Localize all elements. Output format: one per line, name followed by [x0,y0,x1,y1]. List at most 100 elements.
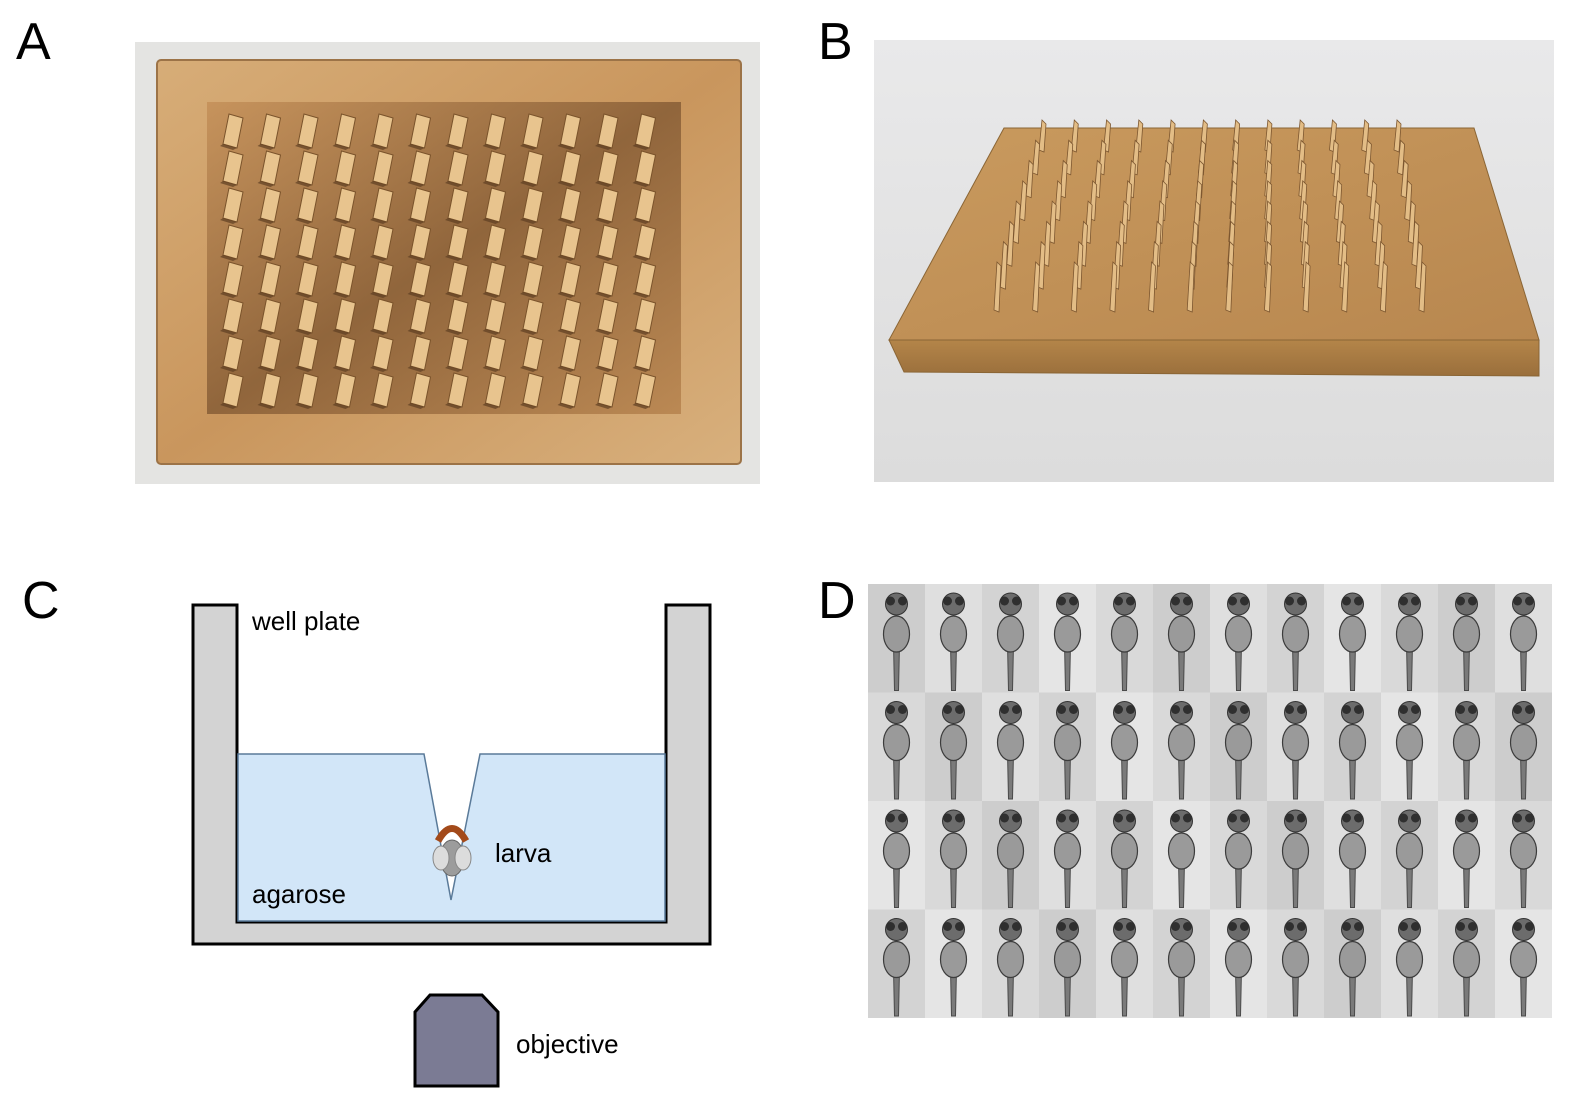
mold-pin-shadow [557,218,575,224]
larva-tile [1267,801,1324,910]
mold-pin [259,224,282,260]
mold-pin [1264,261,1272,313]
mold-pin-shadow [295,255,312,261]
larva-tile [1495,801,1552,910]
larva-tile [1267,584,1324,693]
mold-pin-shadow [257,292,275,298]
mold-pin-shadow [445,329,462,335]
larva-tile [925,584,982,693]
mold-pin-shadow [445,144,462,150]
mold-pin [1043,220,1052,267]
mold-pin-shadow [482,144,500,150]
agarose-label: agarose [252,879,346,909]
larva-tile [1495,909,1552,1018]
mold-pin-shadow [257,255,275,261]
larva-tile [1438,692,1495,801]
mold-pin-shadow [407,292,425,298]
mold-pin [634,372,657,408]
mold-pin-shadow [520,255,537,261]
larva-tile [868,692,925,801]
mold-pins-perspective [993,119,1427,313]
mold-pin [993,261,1002,313]
mold-pin-shadow [482,255,500,261]
mold-pin-shadow [220,218,237,224]
larva-tile [1210,801,1267,910]
larva-tile [1324,909,1381,1018]
mold-pin [447,224,469,260]
mold-pin-shadow [407,329,425,335]
mold-pin [372,335,394,371]
mold-pin-shadow [557,255,575,261]
larva-tile [1324,692,1381,801]
larva-tile [868,801,925,910]
mold-pin [222,298,244,334]
mold-pin-shadow [482,181,500,187]
mold-pin-shadow [332,181,350,187]
mold-pin [597,372,619,408]
mold-pin [522,298,544,334]
mold-pin-shadow [220,144,237,150]
mold-pin-shadow [370,329,387,335]
mold-pin-shadow [445,255,462,261]
mold-pin-shadow [595,255,612,261]
mold-side-view-photo [874,40,1554,482]
larva-tile [1153,584,1210,693]
mold-pin [334,335,357,371]
mold-pin-shadow [257,144,275,150]
well-plate-wall [191,603,712,946]
mold-pin [372,298,394,334]
larva-tile [868,584,925,693]
mold-pin-shadow [407,366,425,372]
mold-pin [222,224,244,260]
mold-pin [409,113,432,149]
mold-pin [409,261,432,297]
larva-tile [1096,584,1153,693]
mold-pin [447,298,469,334]
mold-pin [484,335,507,371]
mold-pin-shadow [520,144,537,150]
larva-tile [1039,584,1096,693]
larva-tile [1381,801,1438,910]
mold-pin [559,261,582,297]
mold-pin-shadow [632,329,650,335]
mold-pin [559,298,582,334]
mold-pin-shadow [220,366,237,372]
larva-tile [925,801,982,910]
mold-pin-shadow [332,403,350,409]
larva-tile [1153,692,1210,801]
mold-pin-shadow [520,292,537,298]
mold-pin [1000,240,1008,290]
mold-pin-shadow [332,366,350,372]
mold-pin [334,298,357,334]
mold-pin-shadow [445,366,462,372]
mold-pin-shadow [482,292,500,298]
larva-label: larva [495,838,552,868]
mold-pin-shadow [295,218,312,224]
mold-pin-shadow [595,366,612,372]
mold-pin-shadow [520,403,537,409]
mold-pin-shadow [595,403,612,409]
mold-pin-shadow [220,403,237,409]
larva-tile [1324,584,1381,693]
mold-pin-shadow [632,218,650,224]
mold-pin-shadow [295,329,312,335]
objective-icon [413,993,500,1088]
mold-pin [1379,261,1388,313]
larva-tile [1381,909,1438,1018]
mold-pin-shadow [257,181,275,187]
larva-tile [1381,584,1438,693]
mold-pin [297,335,319,371]
mold-pin [409,298,432,334]
mold-pin [1407,200,1416,245]
mold-pin-shadow [407,144,425,150]
panel-letter-c: C [22,572,60,630]
mold-pin-shadow [370,255,387,261]
larva-tile [1324,801,1381,910]
mold-pin [1404,179,1413,222]
mold-pin-shadow [257,218,275,224]
larvae-micrograph-grid [868,584,1552,1018]
mold-pin-shadow [595,181,612,187]
mold-pin [1012,200,1021,245]
mold-pin [259,335,282,371]
mold-pin [634,298,657,334]
